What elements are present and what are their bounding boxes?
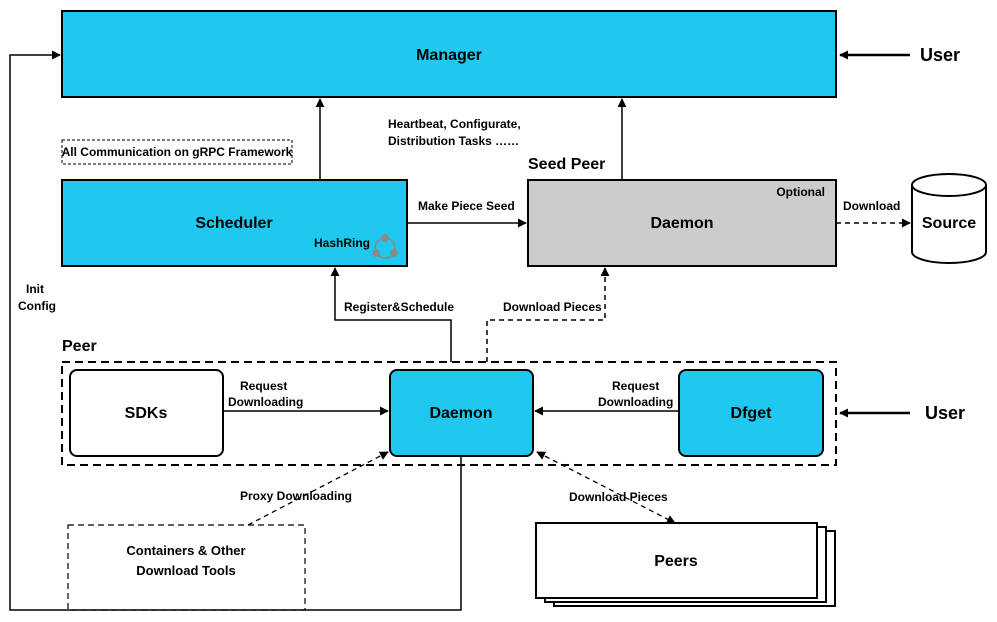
request-right-line2: Downloading	[598, 395, 673, 409]
proxy-downloading-label: Proxy Downloading	[240, 489, 352, 503]
seed-peer-title: Seed Peer	[528, 156, 605, 173]
request-left-line1: Request	[240, 379, 287, 393]
dfget-node: Dfget	[678, 369, 824, 457]
edge-init-config	[9, 50, 462, 611]
containers-label-line1: Containers & Other	[126, 543, 245, 558]
user-top: User	[839, 45, 960, 65]
peer-daemon-label: Daemon	[429, 405, 492, 422]
user-bottom: User	[839, 403, 965, 423]
seed-peer-daemon-node: Daemon Optional	[527, 179, 837, 267]
scheduler-node: Scheduler HashRing	[61, 179, 408, 267]
heartbeat-label-line2: Distribution Tasks ……	[388, 134, 519, 148]
download-pieces-peers-label: Download Pieces	[569, 490, 668, 504]
database-cylinder-icon	[911, 173, 987, 264]
peer-group-border	[61, 361, 837, 466]
edge-download-pieces-peers	[536, 451, 676, 524]
source-label: Source	[922, 215, 976, 232]
user-top-label: User	[920, 45, 960, 65]
containers-node: Containers & Other Download Tools	[67, 524, 306, 611]
request-left-line2: Downloading	[228, 395, 303, 409]
sdks-label: SDKs	[125, 405, 168, 422]
user-bottom-label: User	[925, 403, 965, 423]
peers-node: Peers	[535, 522, 836, 607]
register-schedule-label: Register&Schedule	[344, 300, 454, 314]
heartbeat-label-line1: Heartbeat, Configurate,	[388, 117, 521, 131]
manager-label: Manager	[416, 47, 482, 64]
download-source-label: Download	[843, 199, 900, 213]
edge-download-pieces-seed	[486, 267, 610, 362]
grpc-note: All Communication on gRPC Framework	[61, 139, 293, 165]
dfget-label: Dfget	[731, 405, 773, 422]
edge-register-schedule	[330, 267, 452, 362]
config-label: Config	[18, 299, 56, 313]
manager-node: Manager	[61, 10, 837, 98]
peers-label: Peers	[654, 553, 698, 570]
make-piece-seed-label: Make Piece Seed	[418, 199, 515, 213]
request-right-line1: Request	[612, 379, 659, 393]
scheduler-label: Scheduler	[195, 215, 272, 232]
init-label: Init	[26, 282, 44, 296]
grpc-note-text: All Communication on gRPC Framework	[62, 145, 293, 159]
hashring-label: HashRing	[314, 236, 370, 250]
peer-title: Peer	[62, 338, 97, 355]
containers-label-line2: Download Tools	[136, 563, 235, 578]
seed-daemon-label: Daemon	[650, 215, 713, 232]
sdks-node: SDKs	[69, 369, 224, 457]
hashring-icon	[372, 234, 398, 259]
optional-label: Optional	[776, 185, 825, 199]
peer-daemon-node: Daemon	[389, 369, 534, 457]
download-pieces-seed-label: Download Pieces	[503, 300, 602, 314]
source-node: Source	[911, 173, 987, 264]
